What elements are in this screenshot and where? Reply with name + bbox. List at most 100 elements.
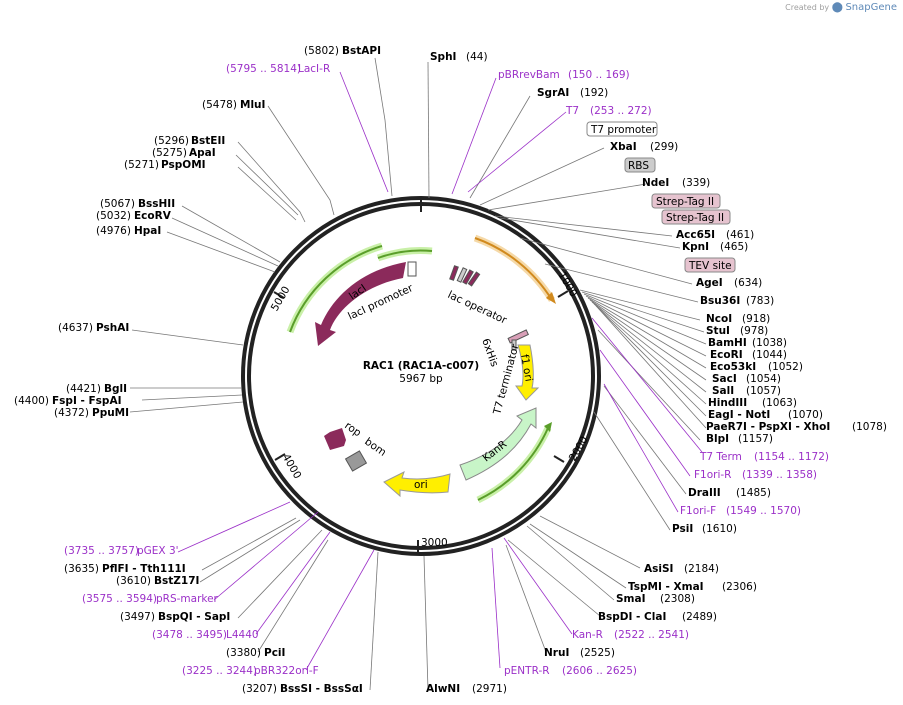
site-name: SphI <box>430 51 456 63</box>
site-name: AgeI <box>696 277 723 289</box>
site-name: BstEII <box>191 135 225 147</box>
primer-name: F1ori-R <box>694 469 731 481</box>
primer-range: (1549 .. 1570) <box>726 505 801 517</box>
backbone-outer <box>241 196 601 556</box>
feature-kanr-arc-inner <box>477 427 549 501</box>
feature-orf-arc <box>473 234 555 302</box>
box-rbs-text: RBS <box>628 160 649 172</box>
primer-lines <box>177 71 703 671</box>
primer-name: LacI-R <box>298 63 330 75</box>
site-pos: (1063) <box>762 397 797 409</box>
site-pos: (3610) <box>116 575 151 587</box>
box-strep-tag-1-text: Strep-Tag II <box>656 196 714 208</box>
site-name: PpuMI <box>92 407 129 419</box>
site-pos: (5296) <box>154 135 189 147</box>
site-name: BglI <box>104 383 127 395</box>
feature-ori-label: ori <box>414 479 428 491</box>
site-name: PsiI <box>672 523 693 535</box>
app-name: SnapGene <box>845 2 897 13</box>
snapgene-logo-icon: ⬤ <box>831 2 843 13</box>
feature-6xhis-label: 6xHis <box>479 337 500 369</box>
feature-f1-ori-label: f1 ori <box>518 353 535 382</box>
feature-lacI-end <box>407 261 417 277</box>
site-pos: (2184) <box>684 563 719 575</box>
site-pos: (1078) <box>852 421 887 433</box>
site-pos: (461) <box>726 229 754 241</box>
site-name: ApaI <box>189 147 216 159</box>
site-name: TspMI - XmaI <box>628 581 704 593</box>
box-tev-site <box>684 257 736 273</box>
site-pos: (4421) <box>66 383 101 395</box>
primer-labels: (5795 .. 5814) LacI-R pBRrevBam (150 .. … <box>64 63 829 677</box>
site-name: KpnI <box>682 241 709 253</box>
primer-range: (3575 .. 3594) <box>82 593 157 605</box>
site-pos: (2489) <box>682 611 717 623</box>
primer-range: (2606 .. 2625) <box>562 665 637 677</box>
site-name: HpaI <box>134 225 161 237</box>
primer-name: pRS-marker <box>156 593 219 605</box>
site-pos: (1610) <box>702 523 737 535</box>
site-pos: (1044) <box>752 349 787 361</box>
site-name: Bsu36I <box>700 295 740 307</box>
site-pos: (3497) <box>120 611 155 623</box>
site-name: BstZ17I <box>154 575 199 587</box>
site-name: SacI <box>712 373 737 385</box>
tick-label-3000: 3000 <box>421 537 448 549</box>
primer-range: (1154 .. 1172) <box>754 451 829 463</box>
site-name: StuI <box>706 325 730 337</box>
site-name: BssHII <box>138 198 175 210</box>
feature-rop <box>324 428 346 450</box>
site-name: NruI <box>544 647 569 659</box>
feature-orf-arc-inner <box>474 237 553 301</box>
site-pos: (1057) <box>746 385 781 397</box>
tick-marks <box>273 200 569 552</box>
site-pos: (2308) <box>660 593 695 605</box>
feature-kanr <box>459 407 537 481</box>
site-name: NcoI <box>706 313 732 325</box>
feature-f1-ori <box>515 344 540 401</box>
site-pos: (5067) <box>100 198 135 210</box>
site-name: PshAI <box>96 322 129 334</box>
tick-1000 <box>557 290 569 298</box>
feature-lacI-promoter-arc-inner <box>289 245 383 333</box>
site-pos: (634) <box>734 277 762 289</box>
credit-text: Created by <box>785 3 830 12</box>
tick-4000 <box>274 453 286 461</box>
site-name: Acc65I <box>676 229 715 241</box>
site-pos: (5032) <box>96 210 131 222</box>
site-pos: (2971) <box>472 683 507 695</box>
site-name: EcoRI <box>710 349 743 361</box>
box-tev-site-text: TEV site <box>688 260 732 272</box>
site-pos: (5275) <box>152 147 187 159</box>
site-name: Eco53kI <box>710 361 756 373</box>
site-pos: (1157) <box>738 433 773 445</box>
plasmid-length: 5967 bp <box>399 373 443 385</box>
feature-orf-arrowhead <box>546 292 556 304</box>
site-pos: (299) <box>650 141 678 153</box>
site-pos: (2525) <box>580 647 615 659</box>
primer-name: Kan-R <box>572 629 603 641</box>
feature-lacI <box>315 262 406 346</box>
primer-name: pBR322ori-F <box>254 665 319 677</box>
box-strep-tag-2-text: Strep-Tag II <box>666 212 724 224</box>
site-name: AlwNI <box>426 683 460 695</box>
site-pos: (5802) <box>304 45 339 57</box>
site-name: BssSI - BssSαI <box>280 683 363 695</box>
boxed-labels: T7 promoter RBS Strep-Tag II Strep-Tag I… <box>586 121 736 273</box>
primer-range: (253 .. 272) <box>590 105 652 117</box>
site-name: EagI - NotI <box>708 409 770 421</box>
feature-lacI-promoter-2-inner <box>377 249 433 259</box>
primer-range: (3735 .. 3757) <box>64 545 139 557</box>
primer-range: (5795 .. 5814) <box>226 63 301 75</box>
site-name: AsiSI <box>644 563 673 575</box>
tick-2000 <box>553 455 565 463</box>
site-pos: (192) <box>580 87 608 99</box>
primer-range: (3478 .. 3495) <box>152 629 227 641</box>
primer-name: pENTR-R <box>504 665 550 677</box>
box-strep-tag-2 <box>661 209 731 225</box>
site-pos: (4372) <box>54 407 89 419</box>
site-pos: (5478) <box>202 99 237 111</box>
feature-rop-label: rop <box>342 420 363 440</box>
site-labels: (5802) BstAPI SphI (44) (5478) MluI SgrA… <box>14 45 887 695</box>
site-pos: (4976) <box>96 225 131 237</box>
